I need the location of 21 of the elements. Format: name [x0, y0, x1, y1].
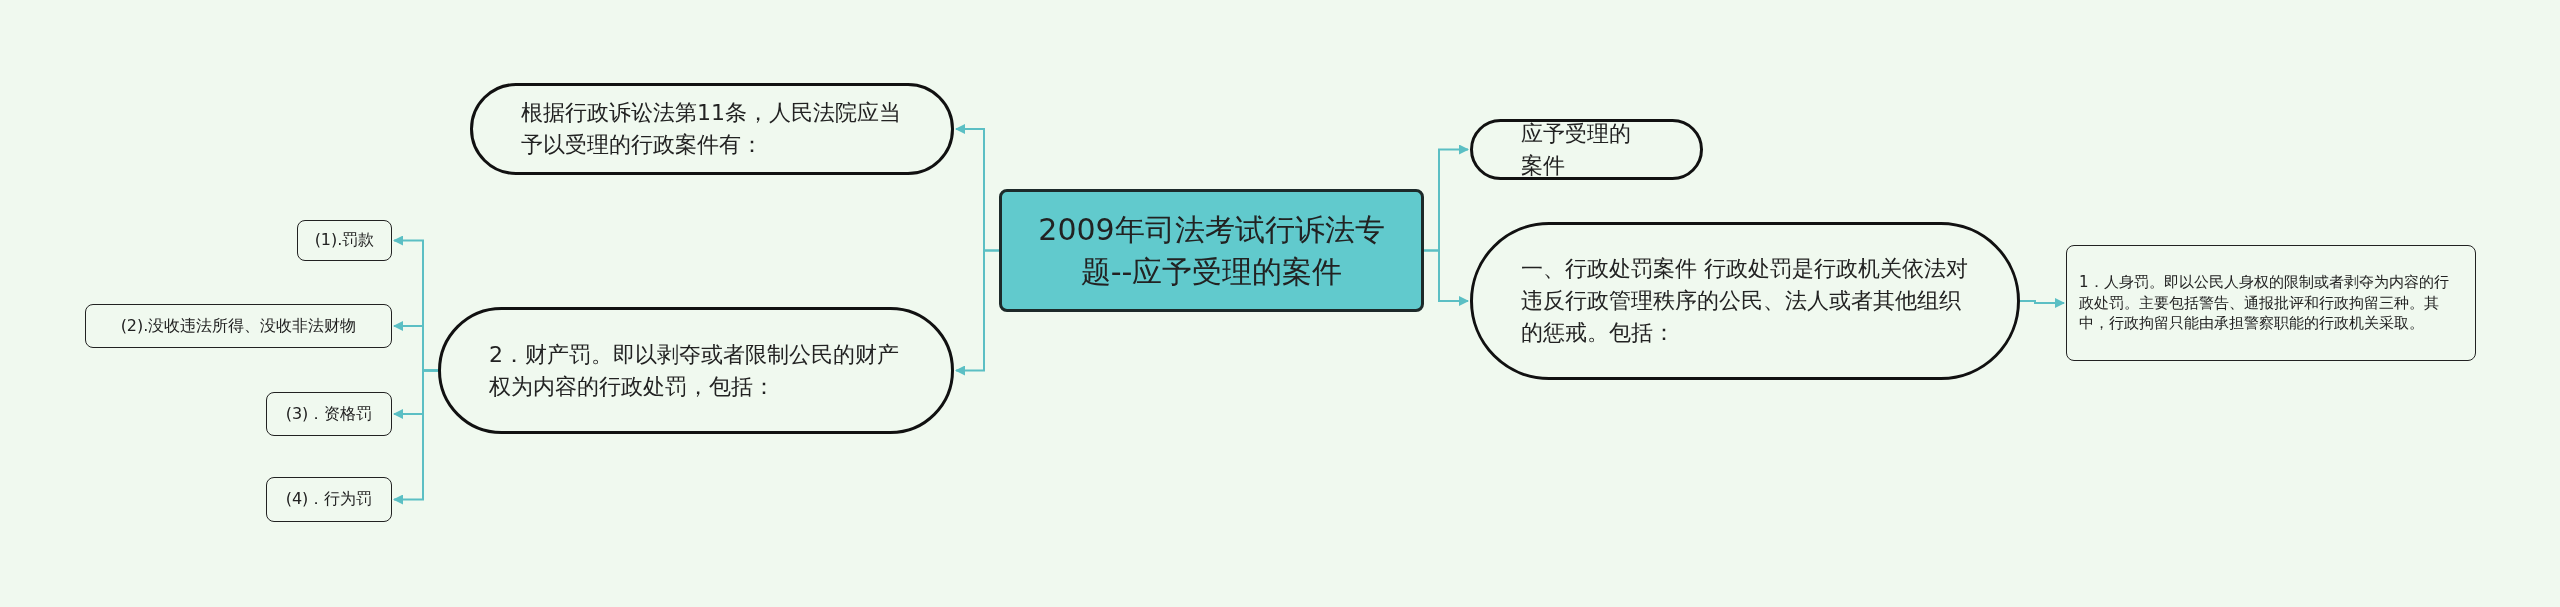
topic-text: (4)．行为罚 — [285, 489, 373, 510]
connector-arrow — [2019, 298, 2065, 308]
subtopic-box — [266, 392, 392, 436]
subtopic-box — [266, 477, 392, 522]
topic-text: 一、行政处罚案件 行政处罚是行政机关依法对违反行政管理秩序的公民、法人或者其他组织的惩戒。包括： — [1521, 255, 1969, 347]
topic-title: 2009年司法考试行诉法专题--应予受理的案件 — [1037, 210, 1386, 291]
topic-pill — [1470, 119, 1703, 180]
connector-arrow — [1423, 249, 1469, 306]
topic-text: 应予受理的案件 — [1521, 119, 1632, 180]
topic-text: (2).没收违法所得、没收非法财物 — [120, 315, 357, 337]
topic-text: (1).罚款 — [314, 230, 375, 251]
connector-arrow — [955, 249, 1000, 376]
subtopic-box — [297, 220, 392, 261]
topic-text: (3)．资格罚 — [285, 403, 373, 425]
topic-text: 根据行政诉讼法第11条，人民法院应当予以受理的行政案件有： — [521, 99, 902, 159]
central-topic-box — [999, 189, 1424, 312]
note-box — [2066, 245, 2476, 361]
topic-text: 2．财产罚。即以剥夺或者限制公民的财产权为内容的行政处罚，包括： — [489, 340, 900, 401]
topic-text: 1．人身罚。即以公民人身权的限制或者剥夺为内容的行政处罚。主要包括警告、通报批评和行政拘留三种。其中，行政拘留只能由承担警察职能的行政机关采取。 — [2079, 271, 2450, 335]
connector-arrow — [393, 369, 439, 505]
subtopic-box — [85, 304, 392, 348]
